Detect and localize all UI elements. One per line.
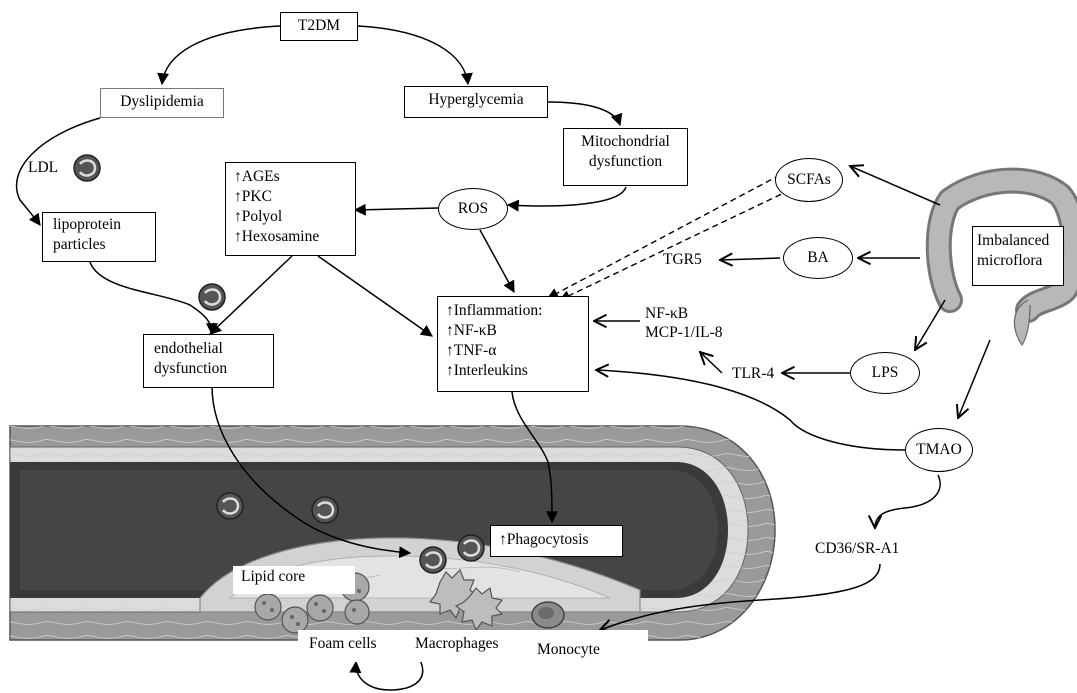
monocyte-label: Monocyte bbox=[537, 640, 600, 660]
inflammation-item: ↑Inflammation: bbox=[446, 301, 580, 321]
ldl-label: LDL bbox=[28, 158, 58, 178]
tmao-label: TMAO bbox=[916, 441, 962, 459]
monocyte-icon bbox=[532, 602, 564, 628]
dashed-connectors bbox=[548, 175, 790, 300]
lipid-core-label-box: Lipid core bbox=[233, 566, 355, 594]
foam-cells-label: Foam cells bbox=[309, 634, 377, 654]
ros-label: ROS bbox=[458, 200, 488, 218]
ldl-particle-icon bbox=[420, 547, 446, 573]
ldl-particle-icon bbox=[199, 284, 225, 310]
glycation-pathways-box: ↑AGEs ↑PKC ↑Polyol ↑Hexosamine bbox=[225, 162, 356, 256]
mito-line2: dysfunction bbox=[572, 152, 679, 172]
ldl-particle-icon bbox=[74, 155, 100, 181]
endo-line2: dysfunction bbox=[154, 359, 263, 379]
ages-item: ↑AGEs bbox=[234, 167, 347, 187]
imbalanced-microflora-box: Imbalanced microflora bbox=[972, 226, 1064, 286]
scfas-label: SCFAs bbox=[787, 171, 831, 189]
ldl-particle-icon bbox=[458, 535, 484, 561]
dyslipidemia-box: Dyslipidemia bbox=[100, 88, 224, 118]
scfas-node: SCFAs bbox=[775, 158, 843, 202]
nfkb-text: NF-κB bbox=[645, 304, 723, 323]
microflora-line2: microflora bbox=[977, 251, 1059, 271]
ldl-particle-icon bbox=[312, 497, 338, 523]
nfkb-mcp-label: NF-κB MCP-1/IL-8 bbox=[645, 304, 723, 343]
cd36-label: CD36/SR-A1 bbox=[815, 539, 899, 559]
phagocytosis-box: ↑Phagocytosis bbox=[490, 525, 623, 557]
microflora-line1: Imbalanced bbox=[977, 231, 1059, 251]
hyperglycemia-box: Hyperglycemia bbox=[404, 86, 548, 118]
phagocytosis-label: ↑Phagocytosis bbox=[499, 531, 589, 548]
endo-line1: endothelial bbox=[154, 339, 263, 359]
blood-vessel bbox=[10, 426, 775, 640]
mitochondrial-dysfunction-box: Mitochondrial dysfunction bbox=[563, 128, 688, 186]
interleukins-item: ↑Interleukins bbox=[446, 361, 580, 381]
endothelial-dysfunction-box: endothelial dysfunction bbox=[143, 334, 274, 388]
ldl-particle-icon bbox=[217, 493, 243, 519]
tgr5-label: TGR5 bbox=[663, 250, 702, 270]
macrophages-label: Macrophages bbox=[415, 634, 499, 654]
ba-label: BA bbox=[807, 249, 829, 267]
lps-label: LPS bbox=[872, 364, 899, 382]
lipid-core-label: Lipid core bbox=[241, 568, 305, 585]
mcp-text: MCP-1/IL-8 bbox=[645, 323, 723, 342]
lipoprotein-particles-box: lipoprotein particles bbox=[42, 212, 156, 262]
tlr4-label: TLR-4 bbox=[732, 364, 774, 384]
ros-node: ROS bbox=[438, 188, 508, 230]
lipo-line1: lipoprotein bbox=[53, 215, 145, 235]
mito-line1: Mitochondrial bbox=[572, 132, 679, 152]
t2dm-label: T2DM bbox=[298, 17, 340, 34]
polyol-item: ↑Polyol bbox=[234, 207, 347, 227]
ba-node: BA bbox=[783, 237, 853, 279]
nfkb-item: ↑NF-κB bbox=[446, 321, 580, 341]
lps-node: LPS bbox=[850, 352, 920, 394]
hyperglycemia-label: Hyperglycemia bbox=[428, 91, 523, 108]
tmao-node: TMAO bbox=[905, 428, 973, 472]
lipo-line2: particles bbox=[53, 235, 145, 255]
tnf-item: ↑TNF-α bbox=[446, 341, 580, 361]
inflammation-box: ↑Inflammation: ↑NF-κB ↑TNF-α ↑Interleuki… bbox=[437, 296, 589, 392]
pkc-item: ↑PKC bbox=[234, 187, 347, 207]
t2dm-box: T2DM bbox=[280, 12, 358, 41]
dyslipidemia-label: Dyslipidemia bbox=[120, 93, 204, 110]
hexosamine-item: ↑Hexosamine bbox=[234, 227, 347, 247]
